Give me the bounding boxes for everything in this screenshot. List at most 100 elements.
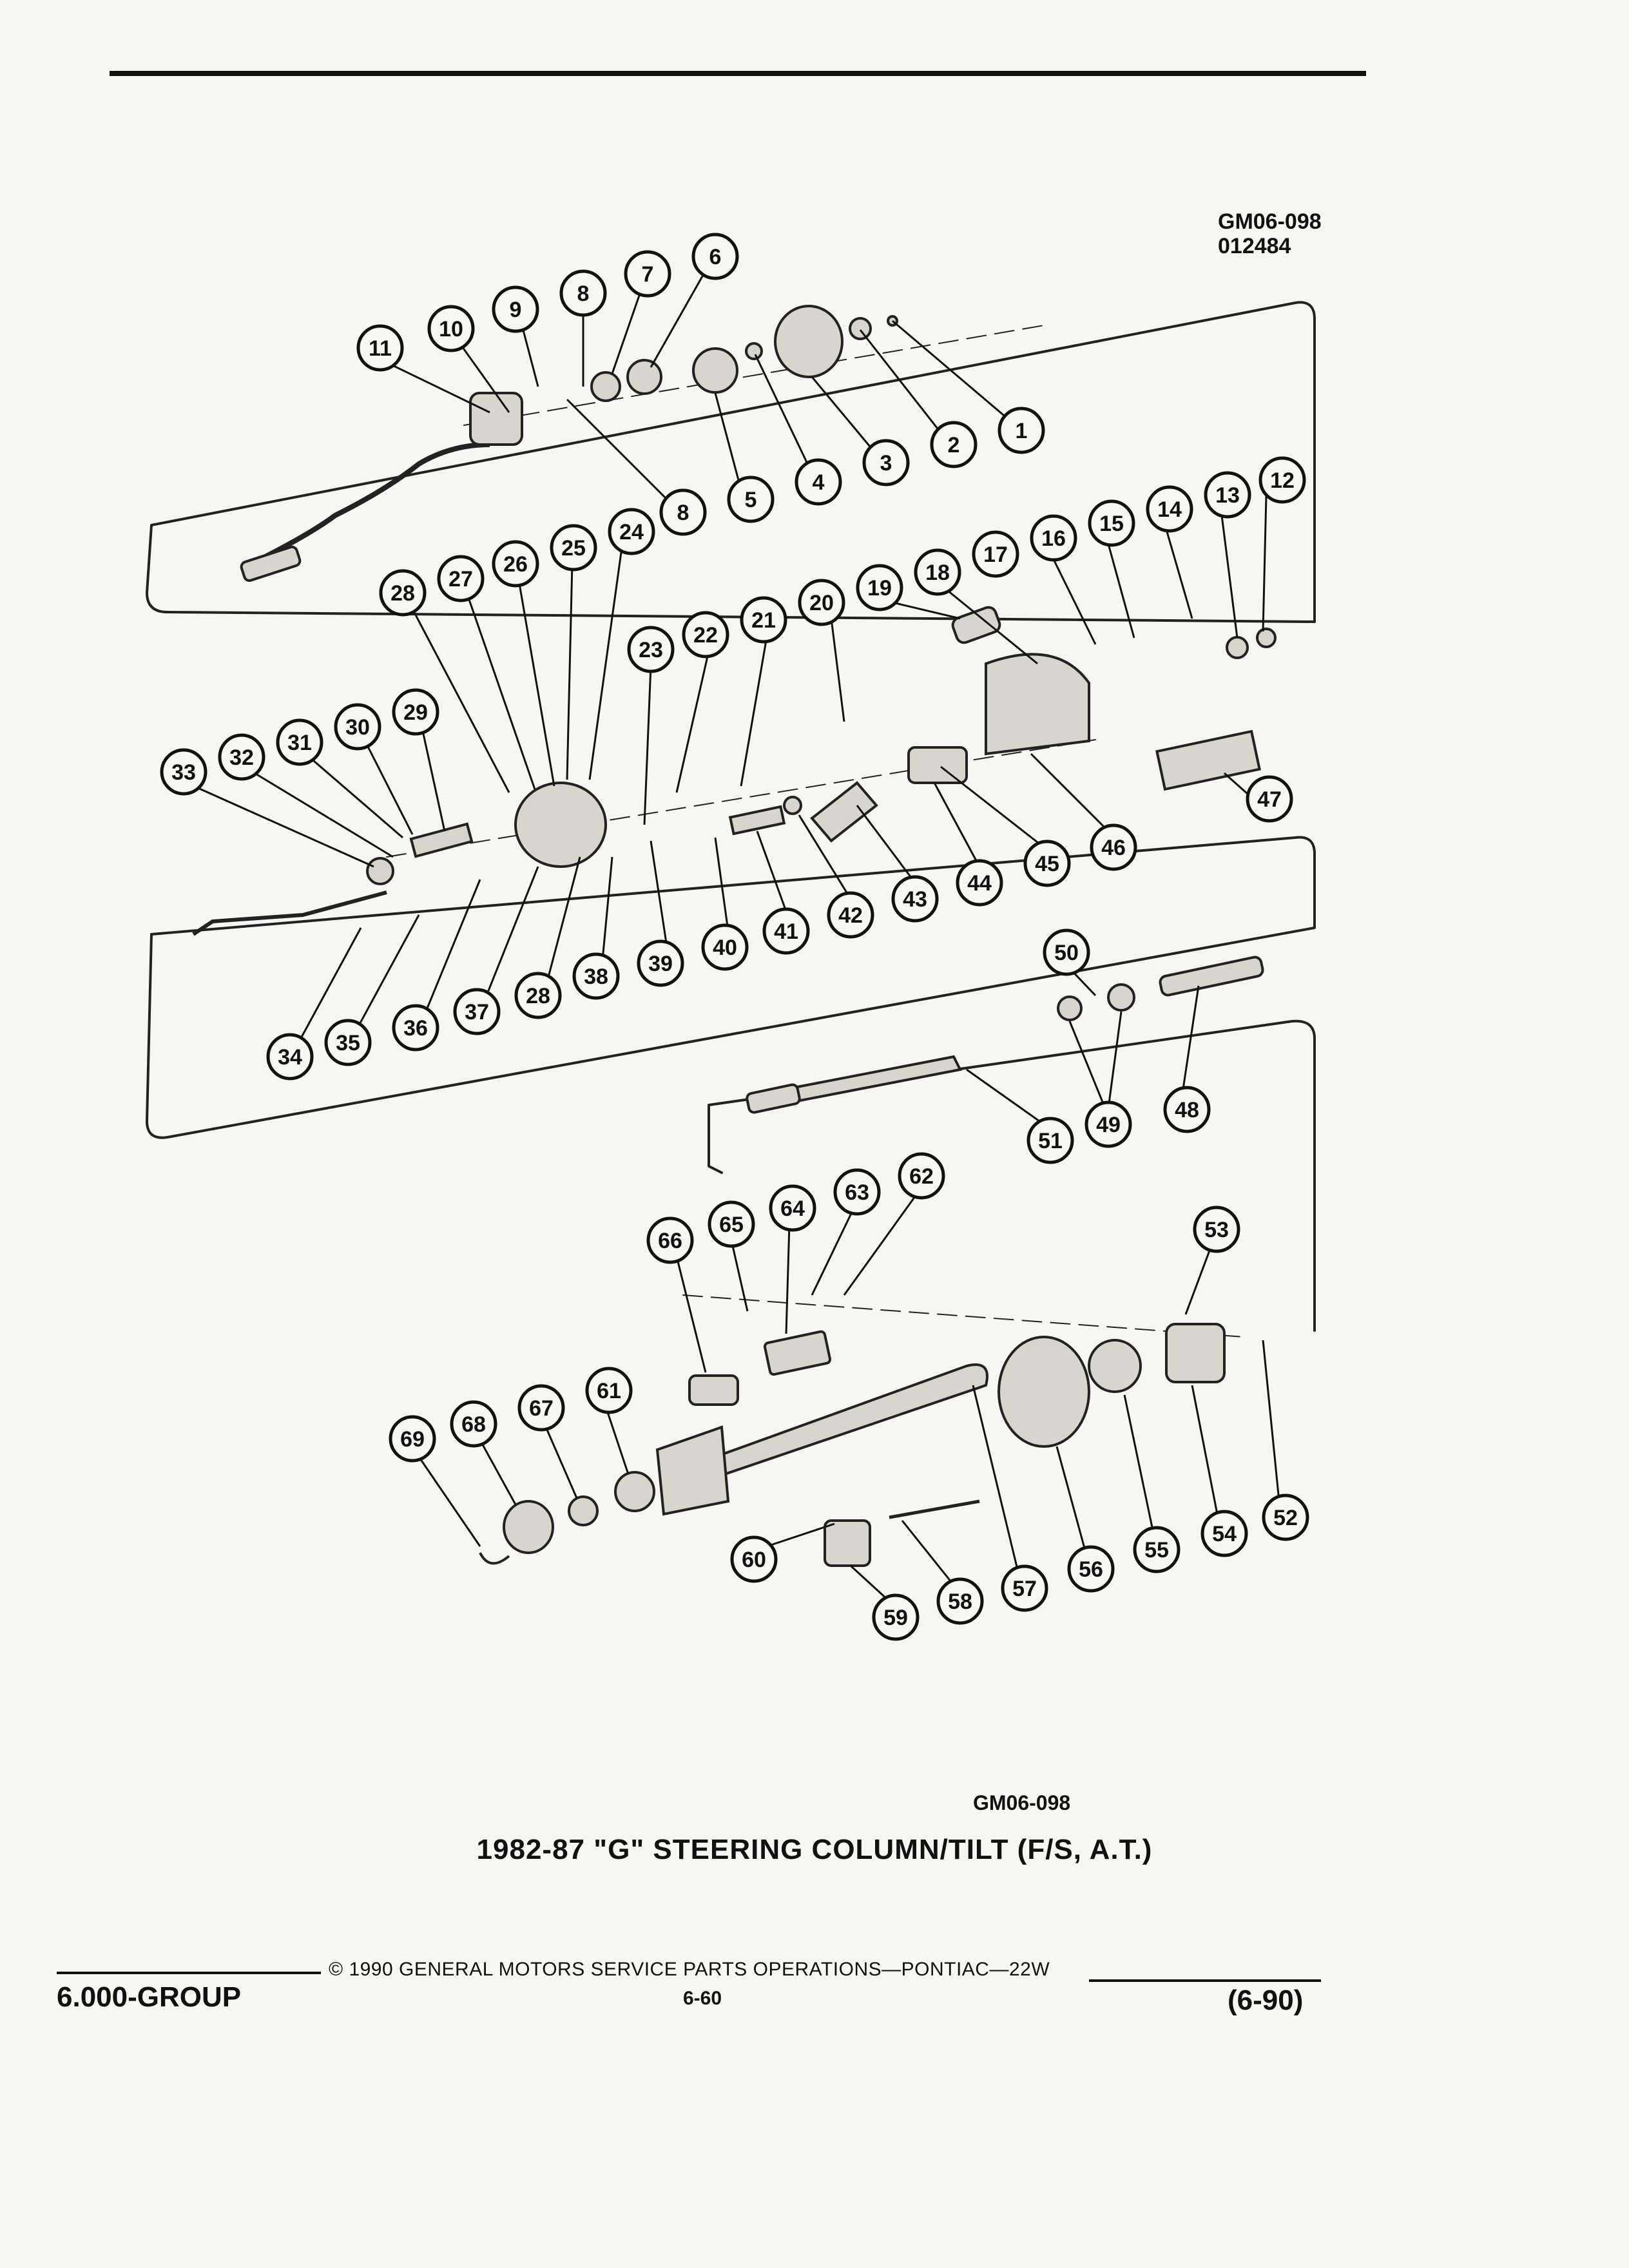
callout-circle	[627, 626, 675, 673]
callout-60: 60	[730, 1535, 778, 1583]
callout-39: 39	[637, 939, 684, 987]
callout-49: 49	[1084, 1100, 1132, 1148]
callout-circle	[379, 569, 427, 617]
turn-signal-switch	[469, 392, 523, 446]
axis-line-middle	[386, 739, 1096, 858]
shift-lever	[192, 890, 387, 936]
callout-17: 17	[972, 530, 1019, 578]
callout-number: 69	[400, 1427, 425, 1452]
callout-circle	[872, 1593, 920, 1641]
callout-number: 3	[880, 451, 892, 476]
callout-circle	[389, 1415, 436, 1463]
callout-16: 16	[1030, 514, 1077, 562]
spring	[590, 371, 621, 402]
lever-pivot	[409, 822, 474, 858]
column-bowl	[998, 1336, 1090, 1448]
callout-58: 58	[936, 1577, 984, 1625]
callout-43: 43	[891, 875, 939, 923]
callout-number: 65	[719, 1213, 744, 1237]
callout-circle	[730, 1535, 778, 1583]
tilt-housing	[514, 782, 607, 868]
callout-number: 44	[967, 871, 992, 896]
snap-ring-69	[479, 1552, 510, 1565]
footer-diagram-code: GM06-098	[973, 1791, 1071, 1814]
callout-4: 4	[795, 458, 842, 506]
shaft-end	[746, 1083, 801, 1114]
callout-circle	[1084, 1100, 1132, 1148]
top-rule	[110, 71, 1366, 76]
callout-circle	[936, 1577, 984, 1625]
callout-circle	[1090, 823, 1137, 871]
callout-circle	[492, 285, 539, 333]
callout-number: 28	[526, 984, 550, 1008]
adapter-59	[824, 1519, 871, 1567]
callout-number: 60	[742, 1548, 766, 1572]
callout-45: 45	[1023, 840, 1071, 887]
callout-68: 68	[450, 1400, 497, 1448]
callout-number: 48	[1175, 1098, 1199, 1122]
callout-number: 61	[597, 1379, 621, 1403]
callout-12: 12	[1258, 456, 1306, 504]
callout-circle	[1023, 840, 1071, 887]
callout-number: 64	[780, 1196, 805, 1221]
callout-circle	[550, 524, 597, 572]
callout-circle	[266, 1033, 314, 1081]
callout-number: 21	[751, 608, 776, 633]
diagram-caption: 1982-87 "G" STEERING COLUMN/TILT (F/S, A…	[476, 1834, 1153, 1865]
callout-circle	[608, 508, 655, 555]
callout-circle	[701, 923, 749, 971]
callout-33: 33	[160, 748, 207, 796]
callout-circle	[827, 891, 874, 939]
column-jacket-bottom	[655, 1425, 730, 1516]
callout-circle	[392, 688, 439, 736]
diagram-id-block: GM06-098 012484	[1218, 209, 1322, 258]
callout-69: 69	[389, 1415, 436, 1463]
callout-circle	[833, 1168, 881, 1216]
callout-number: 57	[1012, 1577, 1037, 1601]
group-rule	[57, 1972, 321, 1974]
callout-15: 15	[1088, 499, 1135, 547]
callout-63: 63	[833, 1168, 881, 1216]
bearing-adapter	[1088, 1339, 1142, 1393]
callout-circle	[427, 305, 475, 352]
bearing-housing	[1165, 1323, 1226, 1383]
callout-circle	[914, 548, 961, 596]
callout-circle	[218, 733, 265, 781]
callout-22: 22	[682, 611, 729, 658]
callout-28: 28	[379, 569, 427, 617]
callout-number: 31	[287, 731, 312, 755]
callout-number: 1	[1016, 419, 1028, 443]
callout-number: 23	[639, 638, 663, 662]
callout-circle	[1067, 1545, 1115, 1593]
callout-number: 66	[658, 1229, 682, 1253]
callout-number: 17	[983, 543, 1008, 567]
housing-cover	[985, 653, 1090, 756]
column-jacket	[660, 1363, 988, 1490]
callout-number: 27	[448, 567, 473, 591]
callout-circle	[1146, 485, 1193, 533]
callout-circle	[856, 564, 903, 611]
callout-number: 59	[883, 1606, 908, 1630]
shield-58	[889, 1499, 980, 1519]
callout-circle	[1204, 471, 1251, 519]
callout-46: 46	[1090, 823, 1137, 871]
revision-rule	[1089, 1979, 1321, 1982]
callout-6: 6	[691, 233, 739, 280]
callout-circle	[930, 421, 978, 468]
bushing-67	[568, 1495, 599, 1526]
callout-circle	[972, 530, 1019, 578]
cover-upper	[774, 305, 843, 378]
callout-number: 32	[229, 745, 254, 770]
ring	[745, 342, 763, 360]
callout-number: 13	[1215, 483, 1240, 508]
callout-circle	[659, 488, 707, 536]
panel-outline-middle	[146, 836, 1316, 1139]
callout-circle	[682, 611, 729, 658]
sleeve-61	[614, 1471, 655, 1512]
callout-number: 67	[529, 1396, 554, 1421]
page-number: 6-60	[683, 1988, 722, 2009]
spring-coil	[728, 805, 786, 836]
nut	[849, 317, 872, 340]
copyright-line: © 1990 GENERAL MOTORS SERVICE PARTS OPER…	[329, 1959, 1050, 1980]
callout-number: 4	[813, 470, 825, 495]
